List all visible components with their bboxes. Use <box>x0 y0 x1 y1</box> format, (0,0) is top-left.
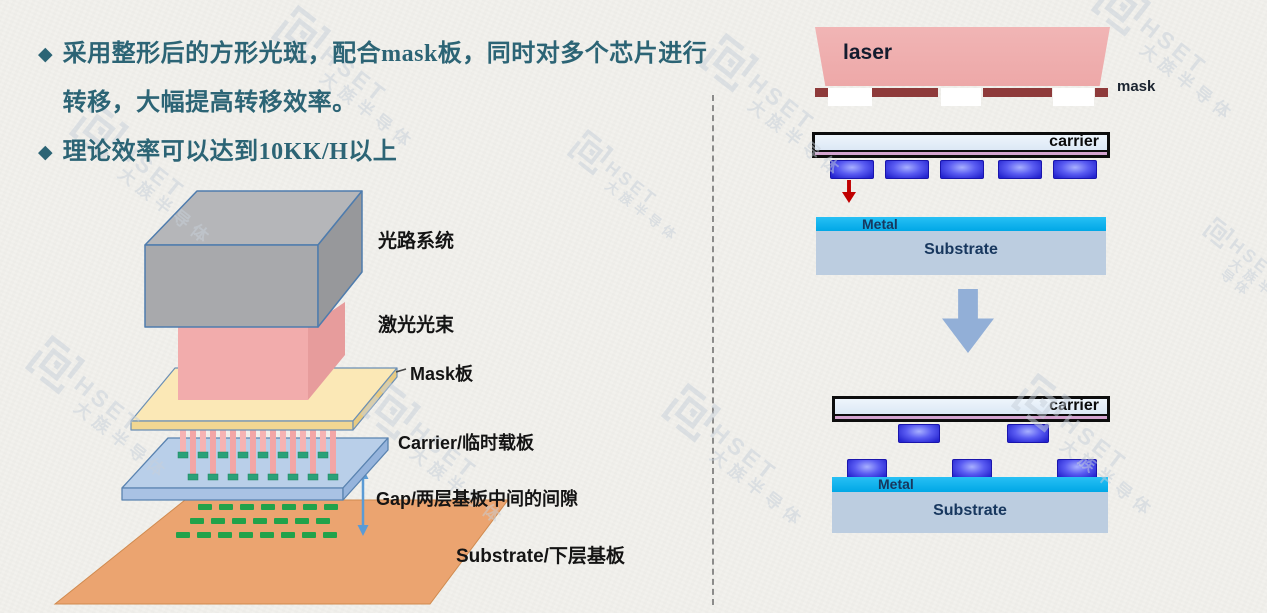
chip <box>1057 459 1097 479</box>
substrate-label: Substrate/下层基板 <box>456 546 625 567</box>
metal-label: Metal <box>878 476 914 492</box>
carrier-label: Carrier/临时载板 <box>398 433 535 453</box>
laser-strips <box>180 430 336 474</box>
mask-segment <box>872 88 938 97</box>
metal-layer-bottom: Metal <box>832 476 1108 492</box>
substrate-plate <box>53 499 509 605</box>
chip <box>940 160 984 179</box>
mask-opening <box>1053 88 1094 106</box>
chip <box>898 424 940 443</box>
chip <box>830 160 874 179</box>
mask-opening <box>828 88 872 106</box>
mask-label: mask <box>1117 78 1156 95</box>
laser-block: laser <box>815 27 1110 86</box>
watermark-brand: HSET <box>1225 234 1267 288</box>
carrier-label: carrier <box>1049 397 1099 414</box>
bullet-text: 理论效率可以达到10KK/H以上 <box>62 139 398 165</box>
bullet-item: ◆ 理论效率可以达到10KK/H以上 <box>38 128 762 177</box>
chip <box>1007 424 1049 443</box>
watermark-brand: HSET <box>1135 12 1213 81</box>
substrate-layer-bottom: Substrate <box>832 492 1108 533</box>
carrier-bar-bottom: carrier <box>832 396 1110 422</box>
substrate-layer-top: Substrate <box>816 231 1106 275</box>
carrier-glass: carrier <box>835 397 1107 414</box>
carrier-label: carrier <box>1049 133 1099 150</box>
metal-label: Metal <box>862 216 898 232</box>
process-arrow <box>942 289 994 353</box>
bullet-item: ◆ 采用整形后的方形光斑，配合mask板，同时对多个芯片进行转移，大幅提高转移效… <box>38 30 762 128</box>
substrate-label: Substrate <box>924 241 998 258</box>
carrier-glass: carrier <box>815 133 1107 150</box>
metal-layer-top: Metal <box>816 216 1106 232</box>
chip <box>998 160 1042 179</box>
watermark-brand-cn: 大族半导体 <box>1217 255 1267 301</box>
release-arrow <box>842 180 856 203</box>
gap-label: Gap/两层基板中间的间隙 <box>376 489 579 509</box>
chip <box>1053 160 1097 179</box>
mask-segment <box>983 88 1052 97</box>
section-divider <box>712 95 714 605</box>
carrier-chips <box>177 451 339 481</box>
adhesive-layer <box>815 150 1107 155</box>
mask-opening <box>941 88 981 106</box>
watermark-brand: HSET <box>705 418 783 487</box>
transfer-3d-diagram <box>53 190 509 605</box>
bullet-diamond-icon: ◆ <box>38 44 53 65</box>
substrate-chips <box>176 504 338 538</box>
carrier-bar-top: carrier <box>812 132 1110 158</box>
laser-label: laser <box>843 41 893 64</box>
optical-system-label: 光路系统 <box>378 231 455 252</box>
mask-segment <box>1095 88 1108 97</box>
bullet-diamond-icon: ◆ <box>38 142 53 163</box>
laser-beam-label: 激光光束 <box>378 315 455 336</box>
hset-logo-icon <box>1201 216 1236 250</box>
chip <box>952 459 992 479</box>
adhesive-layer <box>835 414 1107 419</box>
mask-leader-line <box>395 368 407 373</box>
bullet-list: ◆ 采用整形后的方形光斑，配合mask板，同时对多个芯片进行转移，大幅提高转移效… <box>38 30 762 177</box>
chip <box>885 160 929 179</box>
optical-system-box <box>144 190 363 328</box>
bullet-text: 采用整形后的方形光斑，配合mask板，同时对多个芯片进行转移，大幅提高转移效率。 <box>62 41 708 116</box>
mask-segment <box>815 88 828 97</box>
mask-plate-label: Mask板 <box>410 364 474 384</box>
substrate-label: Substrate <box>933 502 1007 519</box>
